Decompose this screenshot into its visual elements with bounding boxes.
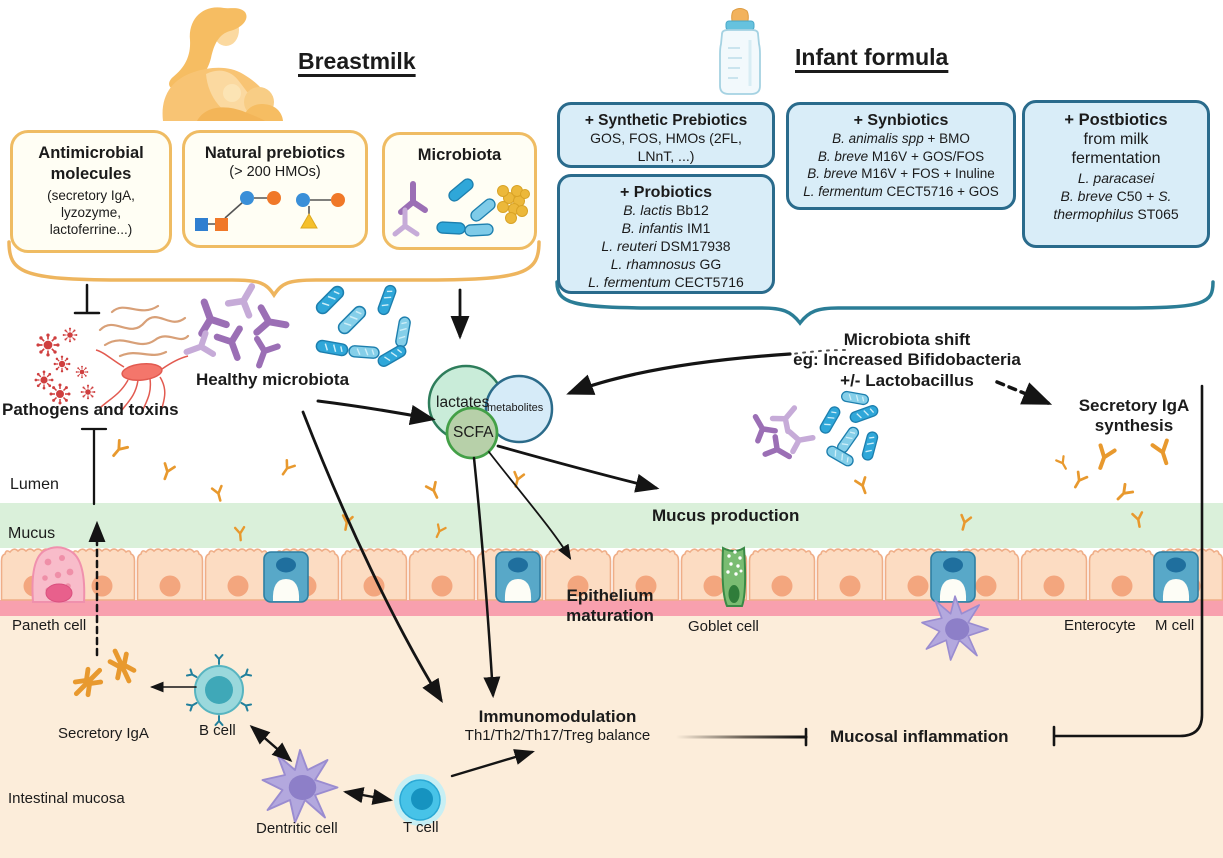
m-cell-icon [263,551,309,603]
postbiotic-strain: B. breve C50 + S. thermophilus ST065 [1053,188,1179,223]
arrows [73,283,1204,805]
intestinal-mucosa-band [0,600,1223,858]
dendritic-cell-sampling-icon [921,595,989,661]
probiotic-strain: B. infantis IM1 [621,219,711,236]
synthetic-prebiotics-box: + Synthetic Prebiotics GOS, FOS, HMOs (2… [557,102,775,168]
goblet-cell-icon [721,546,747,607]
synbiotic-combo: L. fermentum CECT5716 + GOS [803,183,999,199]
mucus-layer-band [0,503,1223,548]
toxin-worm-icons [98,304,190,358]
natural-prebiotics-title: Natural prebiotics [204,144,346,162]
luminal-antibody-icons [108,438,1176,542]
secretory-iga-label: Secretory IgA [58,725,149,742]
healthy-microbiota-icons [183,280,412,369]
postbiotics-subtitle: from milk fermentation [1071,131,1161,168]
synthetic-prebiotics-title: + Synthetic Prebiotics [584,112,748,129]
postbiotic-strain: L. paracasei [1077,170,1155,187]
mother-nursing-icon [162,7,283,121]
microbiota-box: Microbiota [382,132,537,250]
synbiotic-combo: B. breve M16V + FOS + Inuline [807,166,995,182]
pathogen-virus-icons [33,327,96,406]
metabolites-label: metabolites [487,402,544,414]
dendritic-cell-icon [261,749,339,824]
lactates-label: lactates [436,394,490,411]
breastmilk-brace [7,240,541,299]
probiotic-strain: L. fermentum CECT5716 [588,273,744,290]
paneth-cell-icon [31,546,86,603]
m-cell-icon [495,551,541,603]
postbiotics-title: + Postbiotics [1064,111,1168,129]
probiotics-box: + Probiotics B. lactis Bb12 B. infantis … [557,174,775,294]
microbiota-box-icons [392,178,530,237]
shifted-microbiota-icons [747,390,880,469]
enterocyte-label: Enterocyte [1064,617,1136,634]
intestinal-mucosa-label: Intestinal mucosa [8,790,125,807]
natural-prebiotics-subtitle: (> 200 HMOs) [229,163,321,180]
b-cell-label: B cell [199,722,236,739]
infant-formula-title: Infant formula [795,44,949,70]
baby-bottle-icon [719,8,761,95]
immunomodulation-label: Immunomodulation Th1/Th2/Th17/Treg balan… [464,707,651,745]
probiotic-strain: B. lactis Bb12 [623,202,709,218]
formula-brace [555,280,1215,326]
t-cell-label: T cell [403,819,439,836]
b-cell-icon [185,654,253,726]
lumen-label: Lumen [10,476,59,493]
paneth-cell-label: Paneth cell [12,617,87,634]
microbiota-title: Microbiota [417,146,502,164]
basement-membrane-band [0,600,1223,616]
t-cell-icon [394,774,446,826]
probiotic-strain: L. reuteri DSM17938 [601,237,731,254]
mucosal-inflammation-label: Mucosal inflammation [830,727,1009,746]
goblet-cell-label: Goblet cell [688,618,759,635]
hmo-glycan-icons [195,190,345,231]
antimicrobial-molecules-box: Antimicrobial molecules (secretory IgA, … [10,130,172,253]
healthy-microbiota-label: Healthy microbiota [196,370,350,389]
m-cell-label: M cell [1155,617,1195,634]
synthetic-prebiotics-line: GOS, FOS, HMOs (2FL, LNnT, ...) [590,130,742,164]
postbiotics-box: + Postbiotics from milk fermentation L. … [1022,100,1210,248]
probiotics-title: + Probiotics [619,184,713,201]
breastmilk-title: Breastmilk [298,48,416,74]
synbiotic-combo: B. animalis spp + BMO [832,131,970,146]
scfa-label: SCFA [453,424,494,441]
synbiotics-title: + Synbiotics [853,112,949,129]
antimicrobial-subtitle: (secretory IgA, lyzozyme, lactoferrine..… [47,188,135,237]
mucus-label: Mucus [8,525,56,542]
natural-prebiotics-box: Natural prebiotics (> 200 HMOs) [182,130,368,248]
m-cell-icon [1153,551,1199,603]
m-cell-icon [930,551,976,603]
dentritic-cell-label: Dentritic cell [256,820,338,837]
synbiotics-box: + Synbiotics B. animalis spp + BMO B. br… [786,102,1016,210]
pathogen-bacterium-icon [95,349,189,413]
metabolite-circles [427,364,554,460]
probiotic-strain: L. rhamnosus GG [610,255,722,272]
antimicrobial-title: Antimicrobial molecules [38,144,144,183]
secretory-iga-dimer-icons [70,647,137,700]
synbiotic-combo: B. breve M16V + GOS/FOS [817,148,985,164]
pathogens-label: Pathogens and toxins [2,400,179,419]
mucus-production-label: Mucus production [652,506,800,525]
